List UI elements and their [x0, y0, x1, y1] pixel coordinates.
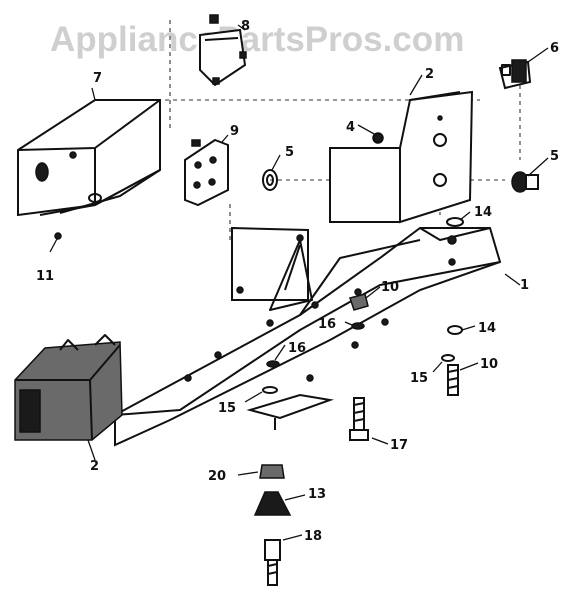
mounting-plate	[231, 226, 313, 311]
washer-14-upper	[446, 217, 464, 227]
callout-17: 17	[390, 438, 408, 453]
callout-9: 9	[230, 124, 239, 139]
callout-5-right: 5	[550, 149, 559, 164]
callout-14-lower: 14	[478, 321, 496, 336]
part-1-main-frame	[114, 227, 502, 447]
callout-7: 7	[93, 71, 102, 86]
part-8-component	[199, 14, 247, 87]
callout-10-lower: 10	[480, 357, 498, 372]
callout-labels: 7 8 9 5 2 4 6 5 14 1 11 10 16 14 16 10 1…	[36, 19, 559, 544]
part-5-plug-right	[511, 171, 539, 193]
callout-14-upper: 14	[474, 205, 492, 220]
callout-11: 11	[36, 269, 54, 284]
callout-20: 20	[208, 469, 226, 484]
callout-10-upper: 10	[381, 280, 399, 295]
part-9-terminal-block	[184, 138, 229, 207]
callout-15-right: 15	[410, 371, 428, 386]
callout-2-upper: 2	[425, 67, 434, 82]
callout-2-lower: 2	[90, 459, 99, 474]
leader-lines	[87, 24, 549, 541]
callout-6: 6	[550, 41, 559, 56]
callout-5-left: 5	[285, 145, 294, 160]
callout-8: 8	[241, 19, 250, 34]
callout-16-lower: 16	[288, 341, 306, 356]
callout-15-left: 15	[218, 401, 236, 416]
part-2-upper-bracket	[329, 90, 474, 224]
callout-1: 1	[520, 278, 529, 293]
part-2-lower-transformer	[14, 334, 123, 441]
callout-13: 13	[308, 487, 326, 502]
lower-bracket	[246, 393, 334, 430]
callout-18: 18	[304, 529, 322, 544]
callout-4: 4	[346, 120, 355, 135]
nut-10-upper	[349, 293, 369, 311]
part-6-connector	[498, 59, 532, 90]
hardware	[49, 133, 464, 586]
part-7-cover-box	[17, 99, 161, 217]
part-5-grommet-left	[262, 169, 278, 191]
callout-16-upper: 16	[318, 317, 336, 332]
